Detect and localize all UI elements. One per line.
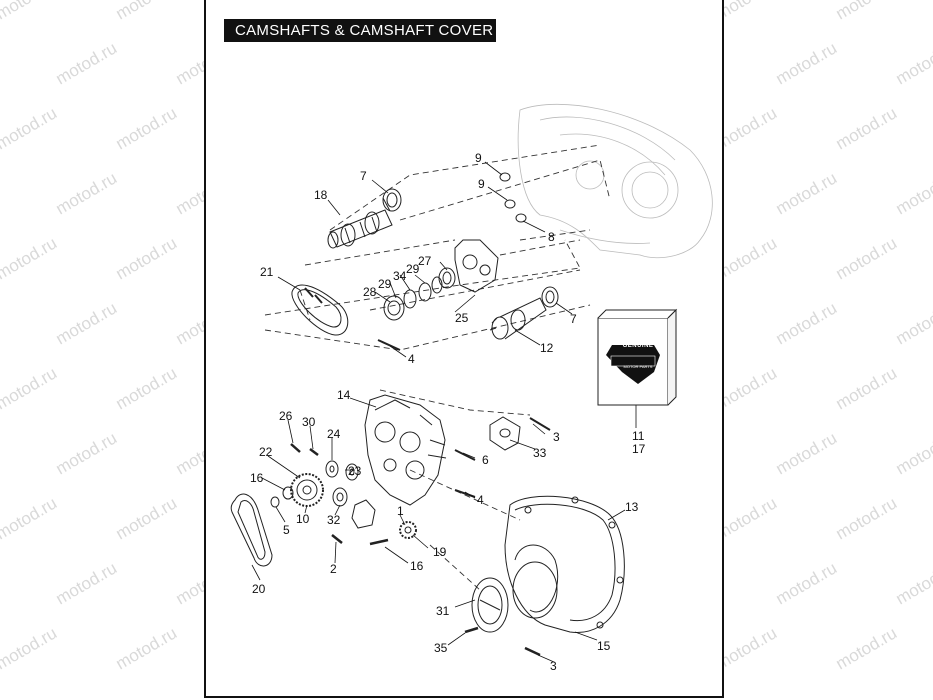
screw-35	[464, 626, 479, 634]
washer-24	[325, 460, 339, 478]
label-16-left: 16	[250, 471, 264, 485]
label-2: 2	[330, 562, 337, 576]
washer-16-left	[282, 486, 294, 500]
camshaft-18	[327, 209, 393, 249]
screw-3-lower	[524, 646, 541, 657]
label-24: 24	[327, 427, 341, 441]
label-32: 32	[327, 513, 341, 527]
bolt-6	[454, 449, 476, 461]
label-7-lower: 7	[570, 312, 577, 326]
label-19: 19	[433, 545, 447, 559]
label-30: 30	[302, 415, 316, 429]
bolt-2	[331, 534, 343, 544]
cam-cover-13	[504, 495, 625, 634]
label-15: 15	[597, 639, 611, 653]
badge-sub: MOTOR PARTS	[623, 364, 653, 369]
leader-lines	[251, 161, 637, 663]
label-4-upper: 4	[408, 352, 415, 366]
manual-book-icon	[597, 308, 678, 406]
support-plate-25	[454, 239, 499, 293]
label-33: 33	[533, 446, 547, 460]
sprocket-19	[399, 521, 417, 539]
part-labels: 7 18 9 9 8 21 27 29 34 29 28 25 7 12 4 1…	[250, 151, 646, 673]
label-34: 34	[393, 269, 407, 283]
badge-word: GENUINE	[622, 343, 654, 349]
label-12: 12	[540, 341, 554, 355]
label-11: 11	[632, 429, 645, 443]
chain-20	[230, 493, 273, 567]
bracket-33	[489, 416, 521, 451]
washer-23	[345, 463, 359, 481]
label-10: 10	[296, 512, 310, 526]
label-6: 6	[482, 453, 489, 467]
label-22: 22	[259, 445, 273, 459]
bearing-7-lower	[541, 286, 559, 308]
tensioner-32	[351, 499, 376, 529]
chain-21	[291, 284, 349, 336]
pin-26	[290, 443, 301, 453]
sprocket-22	[290, 473, 324, 507]
o-rings	[499, 172, 527, 223]
bearing-7-upper	[382, 188, 402, 212]
bolt-4-upper	[377, 339, 401, 351]
label-27: 27	[418, 254, 432, 268]
label-5: 5	[283, 523, 290, 537]
label-35: 35	[434, 641, 448, 655]
label-16-lower: 16	[410, 559, 424, 573]
label-25: 25	[455, 311, 469, 325]
label-8: 8	[548, 230, 555, 244]
pin-30	[309, 448, 319, 456]
washer-10	[332, 487, 348, 507]
page-title: CAMSHAFTS & CAMSHAFT COVER	[224, 19, 496, 42]
bolt-3-right	[529, 417, 551, 431]
label-9-upper: 9	[475, 151, 482, 165]
label-28: 28	[363, 285, 377, 299]
label-4-lower: 4	[477, 493, 484, 507]
label-14: 14	[337, 388, 351, 402]
label-18: 18	[314, 188, 328, 202]
camshaft-12	[489, 297, 547, 340]
label-31: 31	[436, 604, 450, 618]
cam-support-plate-14	[364, 394, 447, 506]
label-13: 13	[625, 500, 639, 514]
label-21: 21	[260, 265, 274, 279]
label-20: 20	[252, 582, 266, 596]
label-1: 1	[397, 504, 404, 518]
washer-5	[270, 496, 280, 508]
label-26: 26	[279, 409, 293, 423]
label-7-upper: 7	[360, 169, 367, 183]
label-9-lower: 9	[478, 177, 485, 191]
label-3-right: 3	[553, 430, 560, 444]
label-23: 23	[348, 464, 362, 478]
label-3-lower: 3	[550, 659, 557, 673]
label-17: 17	[632, 442, 646, 456]
label-29-right: 29	[406, 262, 420, 276]
timer-cover-31	[471, 577, 509, 633]
label-29-left: 29	[378, 277, 392, 291]
bolt-16-lower	[369, 538, 389, 546]
assembly-guide-lines	[264, 144, 611, 591]
